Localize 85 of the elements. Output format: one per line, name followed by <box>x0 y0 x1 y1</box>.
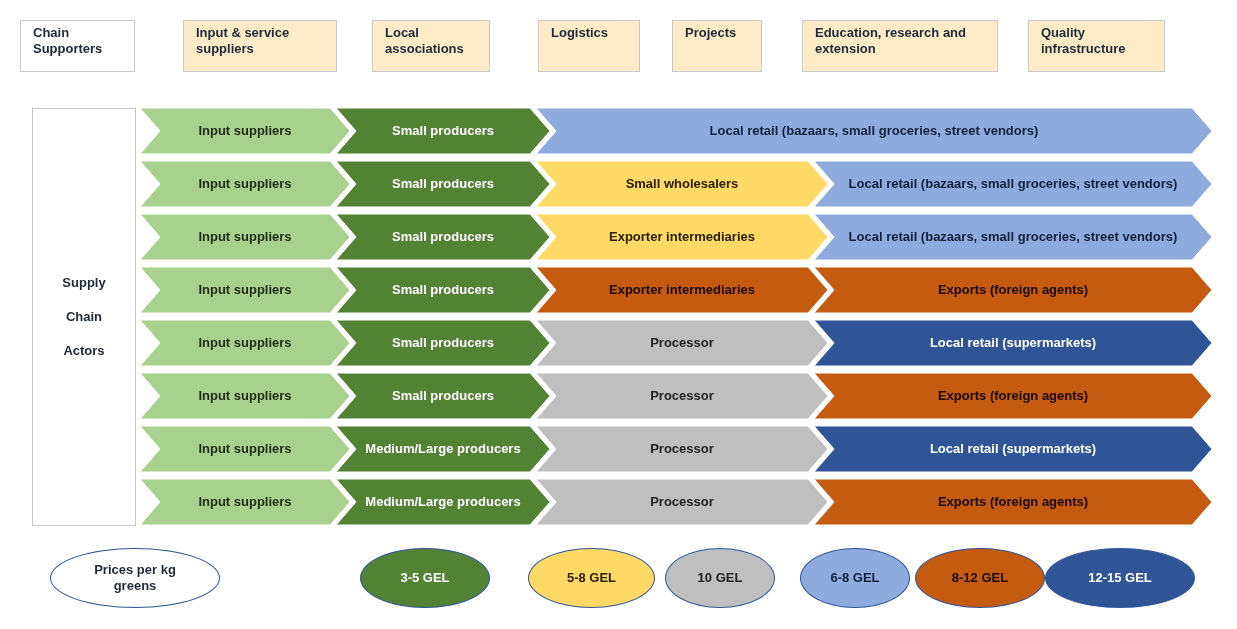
value-chain-stage <box>336 267 550 313</box>
value-chain-stage <box>536 426 828 472</box>
node-label: Local retail (bazaars, small groceries, street vendors) <box>848 228 1178 246</box>
node-label: Input suppliers <box>198 281 292 299</box>
node-label: 10 GEL <box>697 569 743 587</box>
supporter-box <box>672 20 762 72</box>
node-label: Small producers <box>392 228 494 246</box>
supporter-box <box>372 20 490 72</box>
node-label: Local retail (bazaars, small groceries, street vendors) <box>709 122 1039 140</box>
node-label: Input suppliers <box>198 387 292 405</box>
node-label: Local retail (supermarkets) <box>929 440 1097 458</box>
node-label: Chain Supporters <box>33 25 104 58</box>
supporter-box <box>183 20 337 72</box>
node-label: 3-5 GEL <box>400 569 450 587</box>
node-label: Small producers <box>392 387 494 405</box>
value-chain-stage <box>814 373 1212 419</box>
node-label: Quality infrastructure <box>1041 25 1127 58</box>
value-chain-stage <box>536 479 828 525</box>
value-chain-stage <box>536 320 828 366</box>
value-chain-stage <box>336 161 550 207</box>
supporter-box <box>20 20 135 72</box>
node-label: 12-15 GEL <box>1088 569 1152 587</box>
value-chain-stage <box>140 320 350 366</box>
value-chain-stage <box>536 373 828 419</box>
node-label: Local retail (supermarkets) <box>929 334 1097 352</box>
value-chain-stage <box>814 320 1212 366</box>
value-chain-stage <box>336 373 550 419</box>
value-chain-stage <box>814 426 1212 472</box>
node-label: Processor <box>650 440 714 458</box>
node-label: Logistics <box>551 25 609 42</box>
value-chain-stage <box>536 267 828 313</box>
value-chain-stage <box>336 108 550 154</box>
value-chain-stage <box>140 214 350 260</box>
node-label: 8-12 GEL <box>951 569 1009 587</box>
value-chain-stage <box>814 214 1212 260</box>
node-label: Exports (foreign agents) <box>937 281 1089 299</box>
node-label: Input suppliers <box>198 175 292 193</box>
node-label: Local retail (bazaars, small groceries, street vendors) <box>848 175 1178 193</box>
value-chain-stage <box>814 479 1212 525</box>
node-label: Input & service suppliers <box>196 25 291 58</box>
value-chain-stage <box>140 267 350 313</box>
value-chain-stage <box>336 214 550 260</box>
node-label: Education, research and extension <box>815 25 967 58</box>
node-label: Input suppliers <box>198 334 292 352</box>
node-label: Processor <box>650 387 714 405</box>
group-box <box>32 108 136 526</box>
node-label: Projects <box>685 25 737 42</box>
node-label: Small producers <box>392 122 494 140</box>
value-chain-stage <box>814 267 1212 313</box>
value-chain-stage <box>336 426 550 472</box>
node-label: Exports (foreign agents) <box>937 387 1089 405</box>
node-label: Medium/Large producers <box>365 493 521 511</box>
supporter-box <box>802 20 998 72</box>
value-chain-stage <box>814 161 1212 207</box>
node-label: Processor <box>650 493 714 511</box>
value-chain-stage <box>336 320 550 366</box>
node-label: Small wholesalers <box>625 175 739 193</box>
value-chain-stage <box>336 479 550 525</box>
value-chain-stage <box>140 161 350 207</box>
node-label: Supply Chain Actors <box>61 274 107 360</box>
node-label: Local associations <box>385 25 465 58</box>
node-label: Small producers <box>392 281 494 299</box>
node-label: Input suppliers <box>198 440 292 458</box>
node-label: Exports (foreign agents) <box>937 493 1089 511</box>
value-chain-stage <box>536 108 1212 154</box>
node-label: Medium/Large producers <box>365 440 521 458</box>
value-chain-stage <box>536 214 828 260</box>
node-label: Input suppliers <box>198 228 292 246</box>
node-label: Exporter intermediaries <box>609 228 755 246</box>
value-chain-stage <box>140 479 350 525</box>
node-label: Input suppliers <box>198 493 292 511</box>
supporter-box <box>1028 20 1165 72</box>
value-chain-stage <box>140 373 350 419</box>
value-chain-stage <box>140 426 350 472</box>
node-label: Small producers <box>392 175 494 193</box>
node-label: Small producers <box>392 334 494 352</box>
value-chain-stage <box>536 161 828 207</box>
value-chain-stage <box>140 108 350 154</box>
node-label: 6-8 GEL <box>830 569 880 587</box>
node-label: Prices per kg greens <box>93 561 177 595</box>
node-label: Input suppliers <box>198 122 292 140</box>
node-label: 5-8 GEL <box>566 569 617 587</box>
supporter-box <box>538 20 640 72</box>
node-label: Processor <box>650 334 714 352</box>
node-label: Exporter intermediaries <box>609 281 755 299</box>
